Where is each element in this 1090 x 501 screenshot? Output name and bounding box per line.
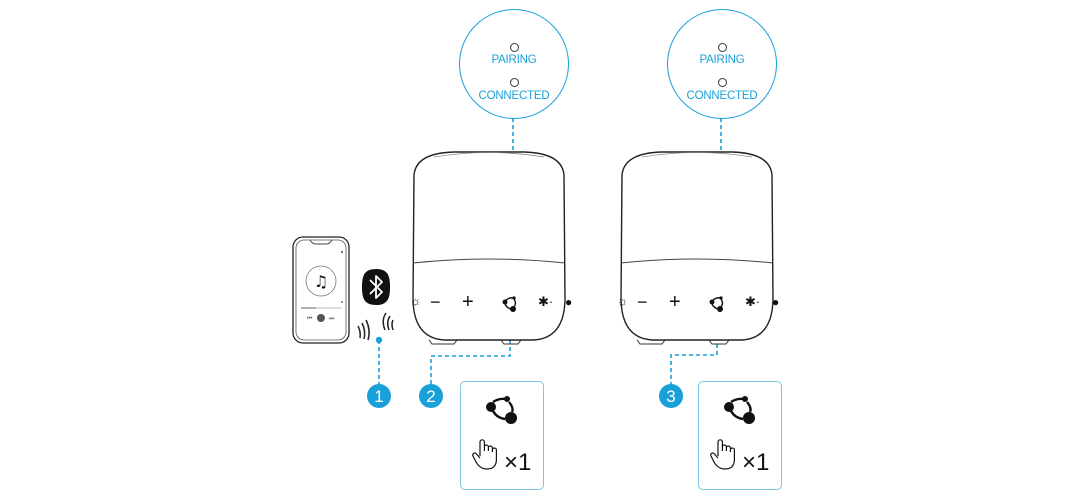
- speaker-2-controls: ☼ − + ✱· ●: [617, 291, 780, 316]
- volume-down-icon[interactable]: −: [637, 292, 648, 312]
- step-badge: 1: [367, 384, 391, 408]
- light-icon[interactable]: ☼: [410, 294, 421, 308]
- volume-up-icon[interactable]: +: [669, 291, 681, 313]
- press-count: ×1: [504, 449, 532, 476]
- led-indicator-bubble: PAIRING CONNECTED: [667, 9, 777, 119]
- volume-down-icon[interactable]: −: [430, 292, 441, 312]
- tap-hand-icon: [472, 439, 497, 470]
- connected-led-icon: [509, 78, 519, 87]
- connected-label: CONNECTED: [686, 90, 758, 102]
- svg-text:♫: ♫: [314, 272, 328, 291]
- press-count: ×1: [742, 449, 770, 476]
- step-badge: 2: [419, 384, 443, 408]
- party-link-icon: [486, 396, 517, 424]
- power-icon[interactable]: ●: [772, 295, 780, 309]
- power-icon[interactable]: ●: [565, 295, 573, 309]
- svg-text:⏭: ⏭: [329, 316, 335, 322]
- connected-label: CONNECTED: [478, 90, 550, 102]
- tap-hand-icon: [710, 439, 735, 470]
- speaker-1: [412, 151, 566, 345]
- pairing-led-icon: [509, 43, 519, 52]
- phone-icon: ♫ ⏮ ⏭: [292, 236, 350, 344]
- step-badge: 3: [659, 384, 683, 408]
- speaker-1-controls: ☼ − + ✱· ●: [410, 291, 573, 316]
- pairing-led-icon: [717, 43, 727, 52]
- signal-waves-icon: [357, 312, 394, 341]
- party-link-icon[interactable]: [502, 296, 518, 312]
- bluetooth-button-icon[interactable]: ✱·: [538, 294, 554, 309]
- party-link-icon[interactable]: [709, 296, 725, 312]
- bluetooth-icon: [362, 269, 390, 305]
- connected-led-icon: [717, 78, 727, 87]
- party-link-icon: [724, 396, 755, 424]
- instruction-card: ×1: [698, 381, 782, 490]
- pairing-label: PAIRING: [491, 54, 537, 66]
- light-icon[interactable]: ☼: [617, 294, 628, 308]
- bluetooth-button-icon[interactable]: ✱·: [745, 294, 761, 309]
- svg-text:⏮: ⏮: [307, 316, 313, 322]
- speaker-2: [620, 151, 774, 345]
- instruction-card: ×1: [460, 381, 544, 490]
- pairing-label: PAIRING: [699, 54, 745, 66]
- volume-up-icon[interactable]: +: [462, 291, 474, 313]
- led-indicator-bubble: PAIRING CONNECTED: [459, 9, 569, 119]
